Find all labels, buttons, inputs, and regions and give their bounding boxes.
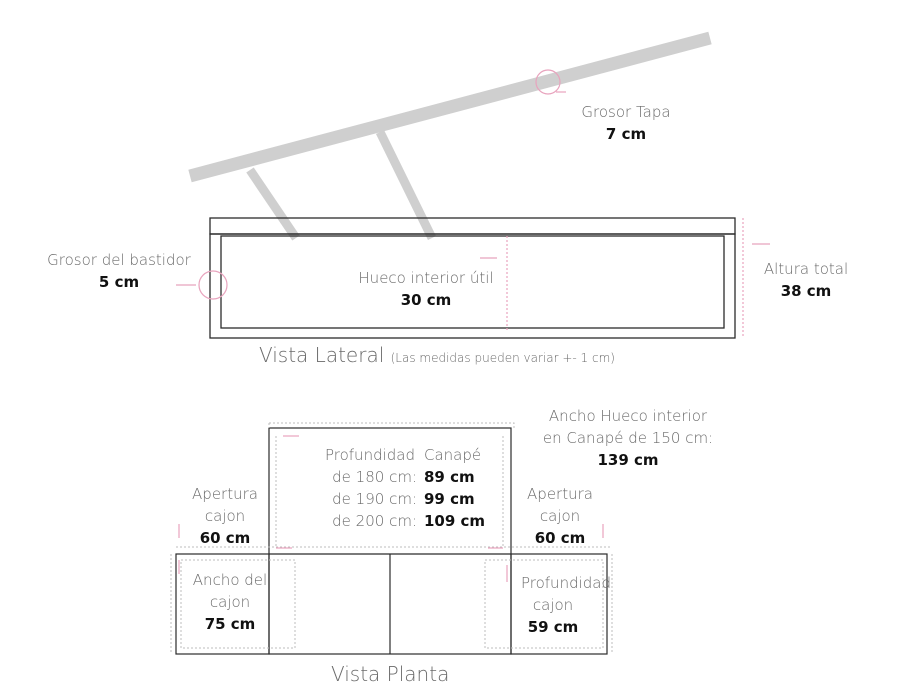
depth-row-190-value: 99 cm xyxy=(424,490,475,508)
lateral-view-caption: Vista Lateral (Las medidas pueden variar… xyxy=(259,343,615,367)
frame-thickness-label: Grosor del bastidor xyxy=(47,251,191,269)
depth-row-190-label: de 190 cm: xyxy=(332,490,417,508)
drawer-depth-line2: cajon xyxy=(532,596,574,614)
right-opening-line1: Apertura xyxy=(527,485,593,503)
drawer-width-line1: Ancho del xyxy=(192,571,268,589)
drawer-depth-value: 59 cm xyxy=(527,618,579,636)
depth-row-200-label: de 200 cm: xyxy=(332,512,417,530)
drawer-width-value: 75 cm xyxy=(204,615,256,633)
depth-row-180-label: de 180 cm: xyxy=(332,468,417,486)
drawer-depth-line1: Profundidad xyxy=(520,574,611,592)
planta-dimension-marks xyxy=(178,435,604,582)
lid xyxy=(188,31,712,183)
right-opening-line2: cajon xyxy=(539,507,581,525)
interior-width-line2: en Canapé de 150 cm: xyxy=(542,429,714,447)
bed-base-top xyxy=(175,427,608,655)
support-arm-left xyxy=(246,167,300,241)
planta-guide-lines xyxy=(170,422,613,654)
interior-width-value: 139 cm xyxy=(597,451,659,469)
depth-heading-right: Canapé xyxy=(424,446,482,464)
interior-width-line1: Ancho Hueco interior xyxy=(548,407,708,425)
lid-thickness-value: 7 cm xyxy=(605,125,647,143)
left-drawer xyxy=(175,553,270,655)
frame-thickness-marker xyxy=(198,270,228,300)
depth-row-180-value: 89 cm xyxy=(424,468,475,486)
lid-thickness-label: Grosor Tapa xyxy=(581,103,671,121)
left-opening-line1: Apertura xyxy=(192,485,258,503)
lateral-view-title: Vista Lateral xyxy=(259,343,385,367)
right-opening-value: 60 cm xyxy=(534,529,586,547)
lateral-dimension-marks xyxy=(176,69,770,338)
interior-gap-label: Hueco interior útil xyxy=(358,269,494,287)
lid-thickness-marker xyxy=(535,69,561,95)
total-height-label: Altura total xyxy=(763,260,849,278)
outer-frame xyxy=(209,233,736,339)
lid-assembly xyxy=(188,31,712,241)
frame-thickness-value: 5 cm xyxy=(98,273,140,291)
right-drawer xyxy=(510,553,608,655)
lateral-view-note: (Las medidas pueden variar +- 1 cm) xyxy=(390,351,615,365)
depth-row-200-value: 109 cm xyxy=(424,512,486,530)
planta-view-caption: Vista Planta xyxy=(331,662,450,686)
inner-frame xyxy=(220,235,725,329)
support-arm-right xyxy=(375,130,437,240)
left-opening-line2: cajon xyxy=(204,507,246,525)
depth-heading-left: Profundidad xyxy=(324,446,415,464)
interior-gap-value: 30 cm xyxy=(400,291,452,309)
left-opening-value: 60 cm xyxy=(199,529,251,547)
bed-base-side xyxy=(209,217,736,339)
drawer-width-line2: cajon xyxy=(209,593,251,611)
total-height-value: 38 cm xyxy=(780,282,832,300)
